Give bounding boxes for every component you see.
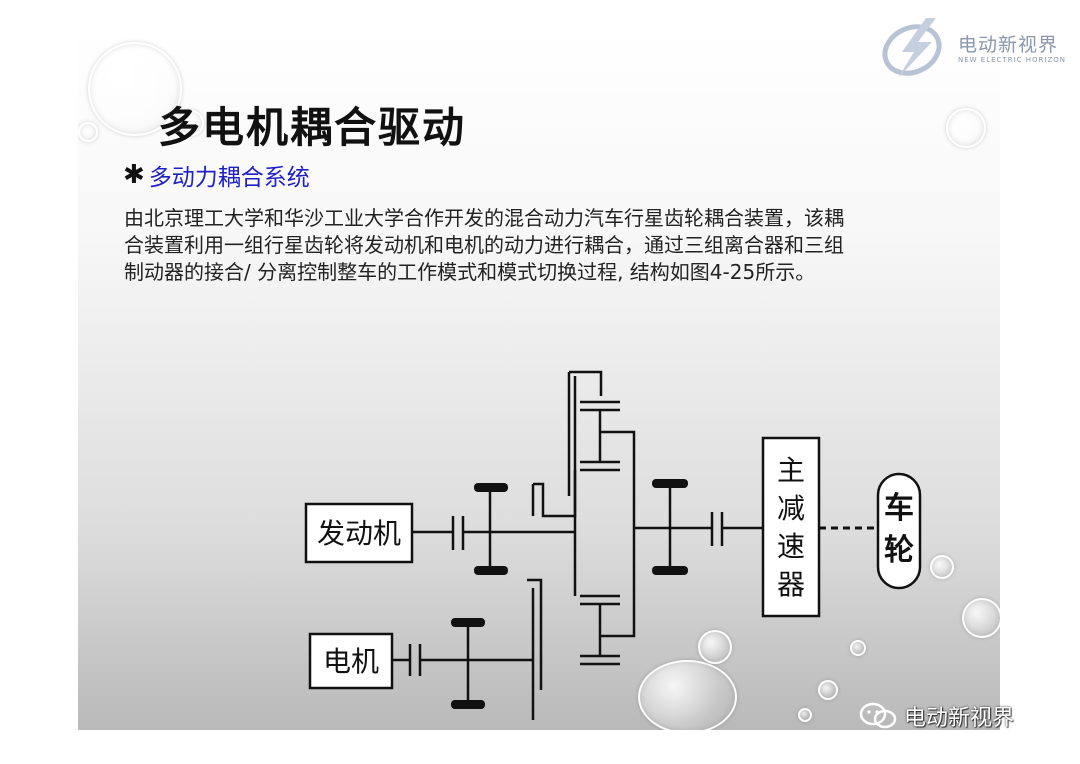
engine-label: 发动机 bbox=[317, 517, 401, 550]
lightning-globe-icon bbox=[882, 18, 942, 78]
bubble-decoration bbox=[78, 122, 98, 142]
watermark-text: 电动新视界 bbox=[904, 706, 1015, 731]
reducer-label-char: 减 bbox=[777, 492, 805, 525]
bubble-decoration bbox=[88, 42, 182, 136]
section-heading: ✱ 多动力耦合系统 bbox=[123, 158, 310, 192]
ring-frame bbox=[569, 370, 603, 396]
body-line: 由北京理工大学和华沙工业大学合作开发的混合动力汽车行星齿轮耦合装置，该耦 bbox=[124, 206, 844, 230]
body-paragraph: 由北京理工大学和华沙工业大学合作开发的混合动力汽车行星齿轮耦合装置，该耦 合装置… bbox=[124, 205, 974, 286]
bubble-decoration bbox=[850, 640, 866, 656]
wechat-watermark: 电动新视界 bbox=[858, 700, 1014, 732]
slide-title: 多电机耦合驱动 bbox=[158, 103, 467, 152]
brake-pad bbox=[652, 479, 688, 488]
section-heading-text: 多动力耦合系统 bbox=[148, 165, 310, 191]
reducer-label-char: 速 bbox=[777, 530, 805, 563]
brake-pad bbox=[652, 566, 688, 575]
wheel-label-char: 车 bbox=[884, 491, 914, 526]
brand-logo: 电动新视界 NEW ELECTRIC HORIZON bbox=[880, 12, 1070, 82]
body-line: 制动器的接合/ 分离控制整车的工作模式和模式切换过程, 结构如图4-25所示。 bbox=[124, 260, 816, 284]
bubble-decoration bbox=[946, 108, 986, 148]
bubble-decoration bbox=[930, 555, 954, 579]
slide-background bbox=[78, 30, 1000, 730]
output-carrier bbox=[600, 430, 636, 638]
bubble-decoration bbox=[178, 110, 204, 136]
motor-label: 电机 bbox=[323, 645, 379, 678]
bubble-decoration bbox=[638, 660, 737, 730]
bubble-decoration bbox=[798, 708, 812, 722]
bubble-decoration bbox=[698, 630, 732, 664]
bubble-decoration bbox=[962, 598, 1000, 638]
reducer-label-char: 主 bbox=[777, 454, 805, 487]
sun-gear-link bbox=[527, 578, 543, 596]
brake-pad bbox=[474, 566, 508, 575]
reducer-label-char: 器 bbox=[777, 568, 805, 601]
brake-pad bbox=[474, 483, 508, 492]
brake-pad bbox=[451, 618, 485, 627]
brake-pad bbox=[451, 700, 485, 709]
carrier-link bbox=[533, 376, 577, 518]
wheel-label-char: 轮 bbox=[884, 533, 914, 568]
wheel-box bbox=[876, 472, 922, 590]
logo-name-cn: 电动新视界 bbox=[958, 34, 1059, 56]
body-line: 合装置利用一组行星齿轮将发动机和电机的动力进行耦合，通过三组离合器和三组 bbox=[124, 233, 844, 257]
wechat-icon bbox=[859, 702, 897, 729]
bubble-decoration bbox=[818, 680, 838, 700]
asterisk-bullet-icon: ✱ bbox=[123, 160, 145, 190]
logo-name-en: NEW ELECTRIC HORIZON bbox=[958, 56, 1066, 64]
